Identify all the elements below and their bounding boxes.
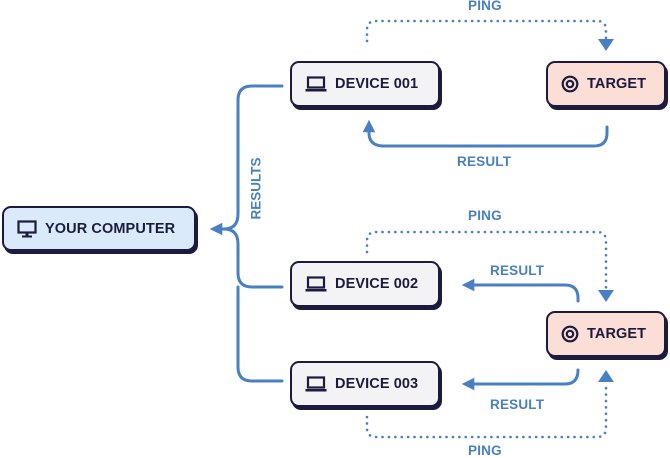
results-bracket-top [222,84,284,231]
device-002-node[interactable]: DEVICE 002 [290,261,440,307]
target-node-1[interactable]: TARGET [546,61,666,107]
results-label: RESULTS [248,157,264,220]
result-label-3: RESULT [490,397,545,412]
ping-label-1: PING [468,0,502,13]
target-node-2[interactable]: TARGET [546,311,666,357]
result-label-1: RESULT [457,154,512,169]
results-bracket-device3 [236,285,284,383]
results-bracket-device2 [222,227,284,289]
ping-arrowhead-1 [598,39,614,51]
device-001-node[interactable]: DEVICE 001 [290,61,440,107]
node-label: DEVICE 003 [335,376,419,392]
node-label: TARGET [587,76,647,92]
target-icon [561,325,579,343]
monitor-icon [17,219,37,237]
result-label-2: RESULT [490,263,545,278]
ping-label-3: PING [468,443,502,458]
node-label: TARGET [587,326,647,342]
node-label: DEVICE 002 [335,276,419,292]
ping-arrowhead-2 [598,290,614,302]
ping-line-1 [365,19,608,43]
result-arrow-1 [362,119,609,148]
result-arrow-3 [461,368,580,391]
ping-label-2: PING [468,208,502,223]
target-icon [561,75,579,93]
laptop-icon [305,276,327,292]
ping-arrowhead-3 [598,370,614,382]
node-label: YOUR COMPUTER [45,220,176,237]
result-arrow-2 [461,278,580,303]
your-computer-node[interactable]: YOUR COMPUTER [2,206,196,251]
laptop-icon [305,76,327,92]
laptop-icon [305,376,327,392]
device-003-node[interactable]: DEVICE 003 [290,361,440,407]
node-label: DEVICE 001 [335,76,419,92]
